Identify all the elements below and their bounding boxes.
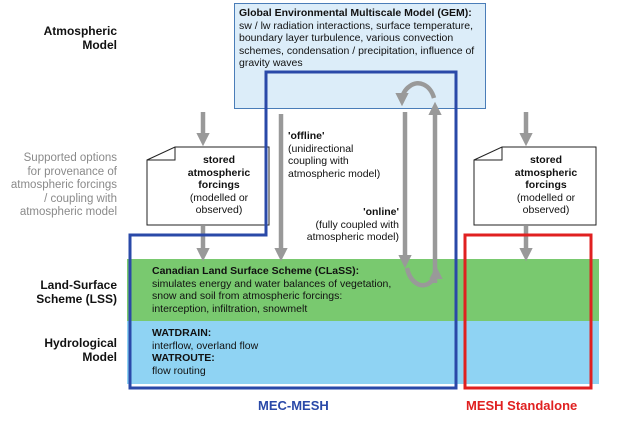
stored-forcings-right: stored atmospheric forcings (modelled or… bbox=[514, 154, 578, 217]
gem-box: Global Environmental Multiscale Model (G… bbox=[234, 3, 486, 109]
mesh-standalone-outline bbox=[463, 233, 593, 390]
mesh-standalone-label: MESH Standalone bbox=[466, 398, 578, 413]
lss-band bbox=[127, 259, 599, 321]
arrow-online-top-curl bbox=[395, 81, 437, 107]
watroute-title: WATROUTE: bbox=[152, 352, 215, 365]
class-text: Canadian Land Surface Scheme (CLaSS): si… bbox=[152, 265, 392, 315]
hydro-band bbox=[127, 321, 599, 384]
offline-text: 'offline' (unidirectional coupling with … bbox=[288, 130, 381, 180]
mec-mesh-outline bbox=[128, 70, 458, 390]
stored-forcings-right-doc bbox=[473, 146, 597, 226]
hydro-text: WATDRAIN: interflow, overland flow WATRO… bbox=[152, 327, 259, 377]
stored-forcings-left-doc bbox=[146, 146, 270, 226]
watdrain-title: WATDRAIN: bbox=[152, 327, 212, 339]
online-text: 'online' (fully coupled with atmospheric… bbox=[306, 206, 399, 244]
gem-title: Global Environmental Multiscale Model (G… bbox=[239, 7, 472, 19]
stored-forcings-left: stored atmospheric forcings (modelled or… bbox=[187, 154, 251, 217]
arrow-online-bottom-curl bbox=[404, 265, 443, 288]
mec-mesh-label: MEC-MESH bbox=[258, 398, 329, 413]
